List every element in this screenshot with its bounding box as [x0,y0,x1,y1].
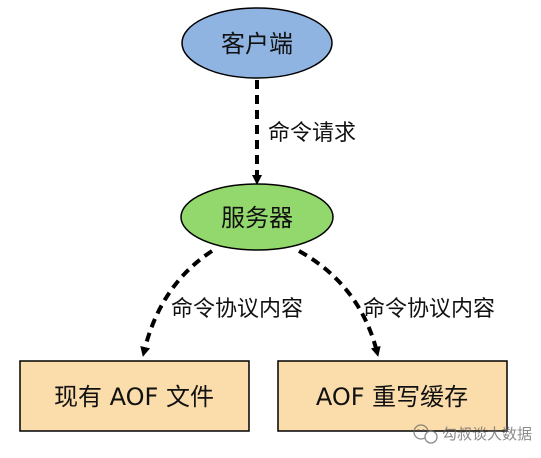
request-label: 命令请求 [268,121,356,146]
protocol-arrow-right [298,249,381,357]
aof-file-node: 现有 AOF 文件 [19,360,250,432]
aof-rewrite-box [277,360,508,432]
server-label: 服务器 [221,204,293,232]
wechat-icon [413,424,438,444]
watermark: 勾叔谈大数据 [413,424,532,444]
client-node: 客户端 [181,7,333,79]
server-ellipse [180,183,334,251]
edge-client-to-server: 命令请求 [252,80,356,185]
edge-server-to-aof-file: 命令协议内容 [140,249,303,357]
server-node: 服务器 [180,183,334,251]
protocol-label-left: 命令协议内容 [171,297,303,322]
protocol-arrow-left [140,249,214,357]
aof-file-box [19,360,250,432]
aof-rewrite-node: AOF 重写缓存 [277,360,508,432]
watermark-text: 勾叔谈大数据 [442,425,532,443]
client-label: 客户端 [221,30,293,58]
protocol-label-right: 命令协议内容 [363,297,495,322]
aof-file-label: 现有 AOF 文件 [54,383,214,411]
edge-server-to-aof-rewrite: 命令协议内容 [298,249,495,357]
aof-rewrite-label: AOF 重写缓存 [316,383,468,411]
client-ellipse [181,7,333,79]
